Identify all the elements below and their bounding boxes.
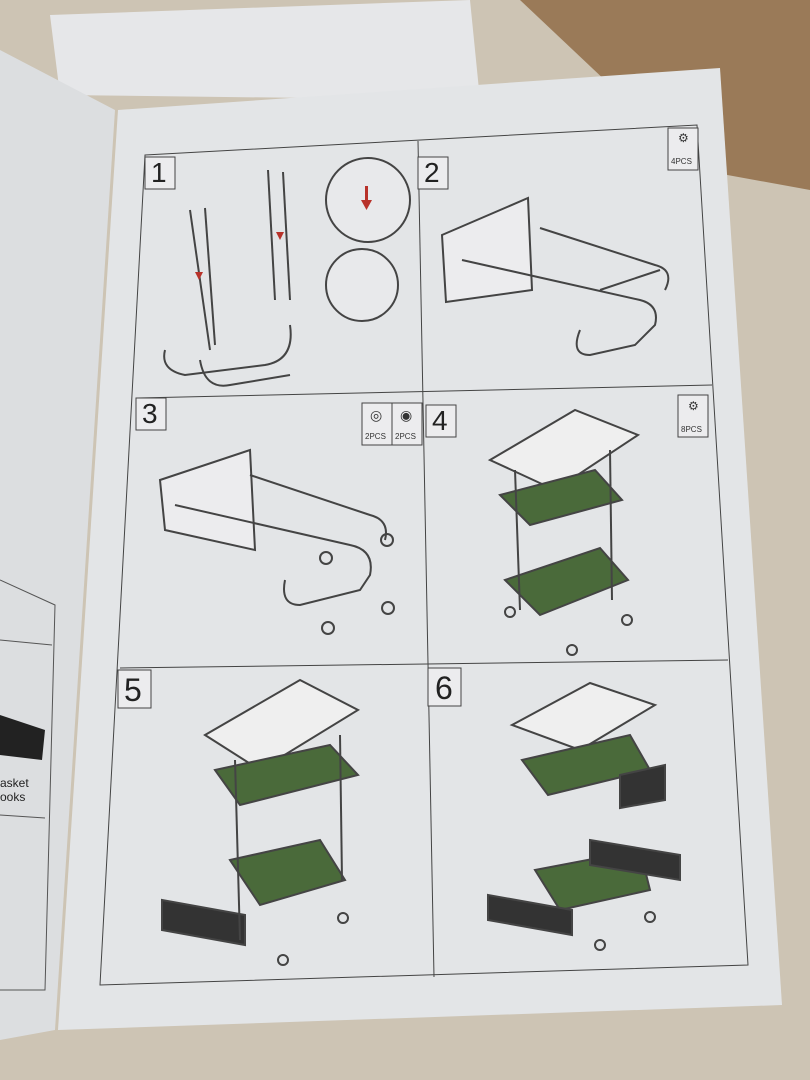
step6-drawing (487, 681, 681, 951)
screw-icon: ⚙ (688, 399, 699, 413)
step4-drawing (487, 408, 641, 656)
screw-icon: ⚙ (678, 131, 689, 145)
step1-drawing (163, 157, 411, 387)
step4-screw-qty: 8PCS (681, 425, 702, 434)
step-number-2: 2 (424, 157, 440, 188)
number-boxes (117, 127, 709, 709)
step-number-3: 3 (142, 398, 158, 429)
step-grid (99, 124, 749, 986)
main-page (58, 68, 782, 1030)
step3-caster-qty: 2PCS (365, 432, 386, 441)
basket-drawing (0, 715, 45, 760)
step-number-4: 4 (432, 405, 448, 436)
step3-locking-caster-qty: 2PCS (395, 432, 416, 441)
left-page-label-2: ooks (0, 790, 26, 804)
step2-drawing (440, 196, 670, 357)
caster-wheel-icon: ◎ (370, 407, 383, 423)
left-page-label-1: asket (0, 776, 29, 790)
locking-caster-wheel-icon: ◉ (400, 407, 413, 423)
step-number-5: 5 (124, 672, 142, 708)
left-page (0, 50, 115, 1040)
step-number-1: 1 (151, 157, 167, 188)
step-number-6: 6 (435, 670, 453, 706)
red-arrow-icons (195, 186, 372, 280)
step3-drawing (158, 448, 395, 635)
step5-drawing (161, 678, 361, 966)
step2-screw-qty: 4PCS (671, 157, 692, 166)
